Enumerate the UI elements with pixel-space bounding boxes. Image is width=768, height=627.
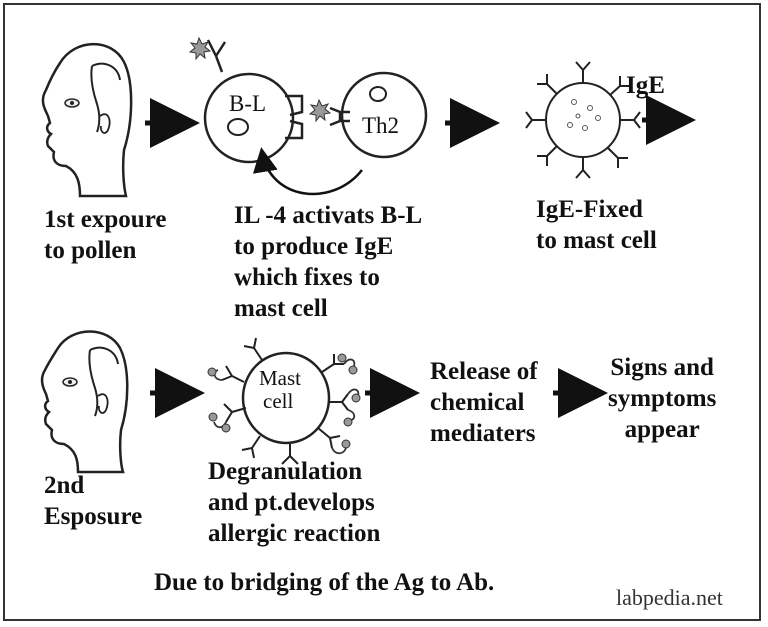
caption-il4: IL -4 activats B-L to produce IgE which … (234, 202, 423, 322)
caption-release: Release of chemical mediaters (430, 358, 538, 447)
head-first-exposure (41, 42, 133, 198)
caption-second-exposure: 2nd Esposure (44, 472, 143, 530)
pollen-icon (308, 98, 332, 123)
caption-first-exposure: 1st expoure to pollen (44, 206, 167, 264)
diagram-border (3, 3, 761, 621)
degranulating-mast-cell (207, 337, 361, 465)
b-lymphocyte (203, 39, 304, 164)
pollen-icon (188, 36, 212, 61)
th2-label: Th2 (362, 113, 400, 138)
head-second-exposure (40, 330, 129, 474)
footer-title: Due to bridging of the Ag to Ab. (154, 569, 495, 596)
th2-cell (329, 71, 428, 159)
ige-fixed-mast-cell (525, 61, 641, 179)
caption-ige-fixed: IgE-Fixed to mast cell (536, 196, 657, 254)
cell-label: cell (263, 389, 294, 413)
b-cell-label: B-L (229, 91, 267, 116)
caption-degranulation: Degranulation and pt.develops allergic r… (208, 458, 381, 547)
caption-signs: Signs and symptoms appear (608, 354, 717, 443)
mast-label: Mast (259, 366, 301, 390)
il4-feedback-arrow (252, 147, 363, 196)
watermark: labpedia.net (616, 585, 723, 610)
ige-label: IgE (626, 72, 665, 99)
